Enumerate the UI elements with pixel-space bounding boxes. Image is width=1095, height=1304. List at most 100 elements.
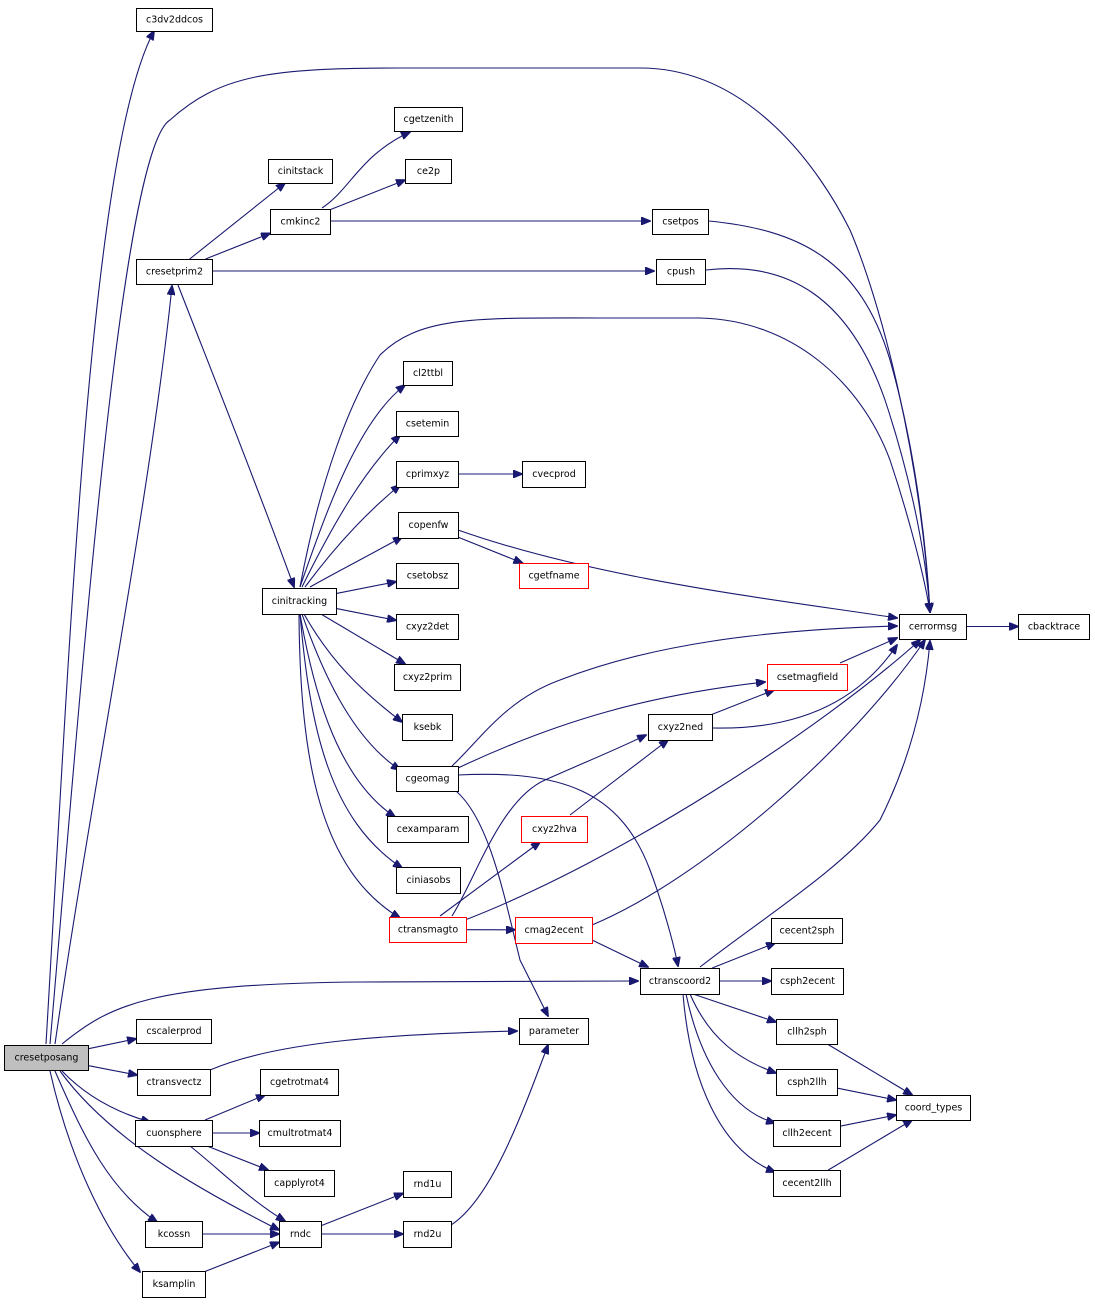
node-cerrormsg[interactable]: cerrormsg xyxy=(899,614,967,640)
node-box[interactable] xyxy=(396,867,461,894)
node-box[interactable] xyxy=(652,209,709,235)
node-cresetposang[interactable]: cresetposang xyxy=(4,1045,89,1071)
node-box[interactable] xyxy=(767,664,848,691)
node-box[interactable] xyxy=(776,1019,838,1045)
node-cscalerprod[interactable]: cscalerprod xyxy=(136,1019,212,1044)
node-ctransvectz[interactable]: ctransvectz xyxy=(137,1069,211,1096)
node-ciniasobs[interactable]: ciniasobs xyxy=(396,867,461,894)
node-box[interactable] xyxy=(405,159,452,184)
node-box[interactable] xyxy=(776,1069,838,1096)
node-cinitstack[interactable]: cinitstack xyxy=(268,159,333,184)
node-cmag2ecent[interactable]: cmag2ecent xyxy=(515,917,593,944)
node-csetemin[interactable]: csetemin xyxy=(396,411,459,437)
node-box[interactable] xyxy=(403,1171,452,1198)
node-cprimxyz[interactable]: cprimxyz xyxy=(396,461,459,488)
node-box[interactable] xyxy=(389,917,467,943)
node-ctranscoord2[interactable]: ctranscoord2 xyxy=(640,968,720,995)
node-cxyz2hva[interactable]: cxyz2hva xyxy=(521,816,588,843)
node-box[interactable] xyxy=(394,664,461,691)
node-cpush[interactable]: cpush xyxy=(656,259,706,285)
node-box[interactable] xyxy=(262,588,337,615)
node-box[interactable] xyxy=(398,512,459,539)
node-box[interactable] xyxy=(264,1170,335,1197)
node-rndc[interactable]: rndc xyxy=(279,1221,322,1248)
node-cuonsphere[interactable]: cuonsphere xyxy=(135,1120,213,1147)
node-c3dv2ddcos[interactable]: c3dv2ddcos xyxy=(136,8,213,32)
node-box[interactable] xyxy=(896,1095,971,1121)
node-box[interactable] xyxy=(394,107,463,132)
node-box[interactable] xyxy=(396,461,459,488)
node-box[interactable] xyxy=(270,209,331,235)
node-box[interactable] xyxy=(771,968,844,995)
node-box[interactable] xyxy=(136,1019,212,1044)
node-csph2ecent[interactable]: csph2ecent xyxy=(771,968,844,995)
node-cllh2ecent[interactable]: cllh2ecent xyxy=(773,1120,841,1147)
node-box[interactable] xyxy=(656,259,706,285)
node-ksamplin[interactable]: ksamplin xyxy=(142,1271,206,1298)
node-box[interactable] xyxy=(142,1271,206,1298)
node-box[interactable] xyxy=(403,361,453,386)
node-box[interactable] xyxy=(640,968,720,995)
node-cresetprim2[interactable]: cresetprim2 xyxy=(136,259,213,285)
node-box[interactable] xyxy=(268,159,333,184)
node-box[interactable] xyxy=(137,1069,211,1096)
node-box[interactable] xyxy=(259,1120,341,1147)
node-cgetfname[interactable]: cgetfname xyxy=(519,563,589,589)
node-box[interactable] xyxy=(279,1221,322,1248)
node-cinitracking[interactable]: cinitracking xyxy=(262,588,337,615)
node-cxyz2det[interactable]: cxyz2det xyxy=(396,614,459,640)
node-cecent2llh[interactable]: cecent2llh xyxy=(773,1170,841,1197)
node-box[interactable] xyxy=(1018,614,1090,640)
node-box[interactable] xyxy=(522,461,586,488)
node-cbacktrace[interactable]: cbacktrace xyxy=(1018,614,1090,640)
node-csetmagfield[interactable]: csetmagfield xyxy=(767,664,848,691)
node-cmkinc2[interactable]: cmkinc2 xyxy=(270,209,331,235)
node-ksebk[interactable]: ksebk xyxy=(402,714,453,741)
node-capplyrot4[interactable]: capplyrot4 xyxy=(264,1170,335,1197)
node-box[interactable] xyxy=(387,816,469,843)
node-box[interactable] xyxy=(260,1069,339,1096)
node-box[interactable] xyxy=(515,917,593,944)
node-cl2tbl[interactable]: cl2ttbl xyxy=(403,361,453,386)
node-cecent2sph[interactable]: cecent2sph xyxy=(771,918,843,944)
node-box[interactable] xyxy=(135,1120,213,1147)
node-coord_types[interactable]: coord_types xyxy=(896,1095,971,1121)
node-cllh2sph[interactable]: cllh2sph xyxy=(776,1019,838,1045)
node-cxyz2ned[interactable]: cxyz2ned xyxy=(648,714,713,741)
node-box[interactable] xyxy=(136,8,213,32)
node-box[interactable] xyxy=(519,563,589,589)
node-rnd2u[interactable]: rnd2u xyxy=(403,1221,452,1248)
node-cgetrotmat4[interactable]: cgetrotmat4 xyxy=(260,1069,339,1096)
node-box[interactable] xyxy=(899,614,967,640)
node-cgetzenith[interactable]: cgetzenith xyxy=(394,107,463,132)
node-ce2p[interactable]: ce2p xyxy=(405,159,452,184)
node-cexamparam[interactable]: cexamparam xyxy=(387,816,469,843)
node-box[interactable] xyxy=(402,714,453,741)
node-box[interactable] xyxy=(136,259,213,285)
node-cxyz2prim[interactable]: cxyz2prim xyxy=(394,664,461,691)
node-cvecprod[interactable]: cvecprod xyxy=(522,461,586,488)
node-cgeomag[interactable]: cgeomag xyxy=(396,766,459,792)
node-box[interactable] xyxy=(403,1221,452,1248)
node-copenfw[interactable]: copenfw xyxy=(398,512,459,539)
node-cmultrotmat4[interactable]: cmultrotmat4 xyxy=(259,1120,341,1147)
node-parameter[interactable]: parameter xyxy=(519,1018,589,1045)
node-box[interactable] xyxy=(396,563,459,589)
node-box[interactable] xyxy=(396,411,459,437)
node-box[interactable] xyxy=(521,816,588,843)
node-box[interactable] xyxy=(773,1120,841,1147)
node-box[interactable] xyxy=(396,766,459,792)
node-box[interactable] xyxy=(648,714,713,741)
node-rnd1u[interactable]: rnd1u xyxy=(403,1171,452,1198)
node-ctransmagto[interactable]: ctransmagto xyxy=(389,917,467,943)
node-kcossn[interactable]: kcossn xyxy=(145,1221,203,1248)
node-box[interactable] xyxy=(773,1170,841,1197)
node-box[interactable] xyxy=(771,918,843,944)
node-box[interactable] xyxy=(145,1221,203,1248)
node-box[interactable] xyxy=(519,1018,589,1045)
node-csetpos[interactable]: csetpos xyxy=(652,209,709,235)
node-box[interactable] xyxy=(4,1045,89,1071)
node-csetobsz[interactable]: csetobsz xyxy=(396,563,459,589)
node-box[interactable] xyxy=(396,614,459,640)
node-csph2llh[interactable]: csph2llh xyxy=(776,1069,838,1096)
